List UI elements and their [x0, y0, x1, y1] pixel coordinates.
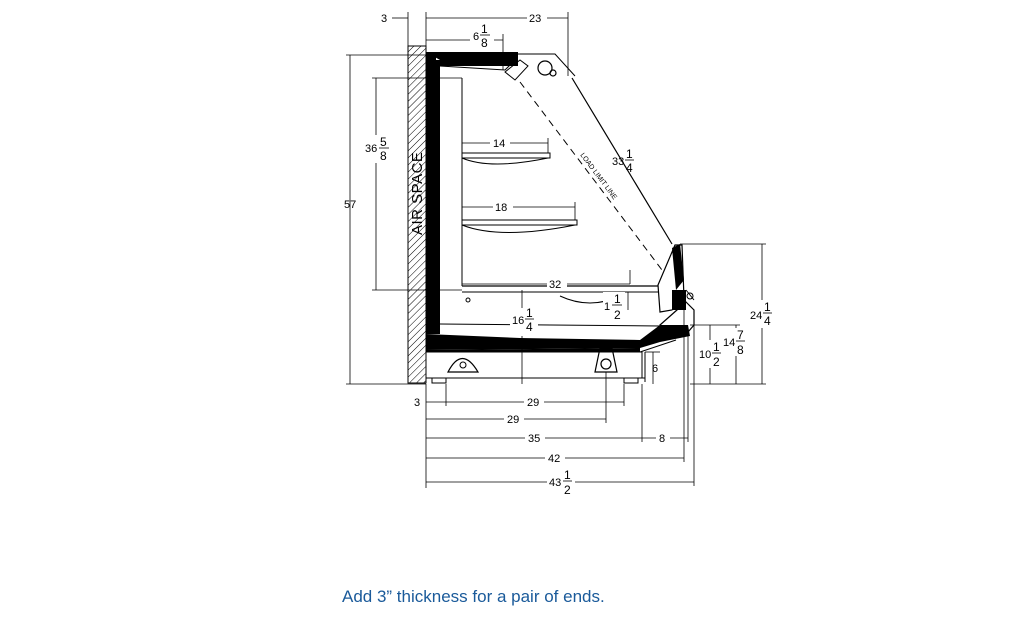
- air-space-label: AIR SPACE: [409, 152, 426, 235]
- dim-w29b: 29: [507, 414, 519, 426]
- dim-top-23: 23: [529, 13, 541, 25]
- dim-w35: 35: [528, 433, 540, 445]
- dim-diag-num: 1: [626, 147, 633, 161]
- dim-h36-whole: 36: [365, 143, 377, 155]
- dim-h16-den: 4: [526, 320, 533, 334]
- dim-height-57: 57: [344, 199, 356, 211]
- dim-h16-num: 1: [526, 306, 533, 320]
- dim-h14-den: 8: [737, 343, 744, 357]
- dim-diag-den: 4: [626, 161, 633, 175]
- dim-left-3: 3: [381, 13, 387, 25]
- dim-h36-num: 5: [380, 135, 387, 149]
- dim-canopy-whole: 6: [473, 31, 479, 43]
- dim-bottom-3: 3: [414, 397, 420, 409]
- dim-canopy-den: 8: [481, 36, 488, 50]
- dim-w42: 42: [548, 453, 560, 465]
- dim-w43-whole: 43: [549, 477, 561, 489]
- dim-canopy-num: 1: [481, 22, 488, 36]
- dim-w8: 8: [659, 433, 665, 445]
- dim-h24-num: 1: [764, 300, 771, 314]
- dim-w29a: 29: [527, 397, 539, 409]
- dim-h36-den: 8: [380, 149, 387, 163]
- shelf-upper: [461, 152, 551, 165]
- dim-base-6: 6: [652, 363, 658, 375]
- dim-w43-den: 2: [564, 483, 571, 497]
- dim-lip-whole: 1: [604, 301, 610, 313]
- dim-h16-whole: 16: [512, 315, 524, 327]
- dim-w43-num: 1: [564, 468, 571, 482]
- dim-deck-32: 32: [549, 279, 561, 291]
- dim-h10-num: 1: [713, 340, 720, 354]
- dim-shelf-14: 14: [493, 138, 505, 150]
- dim-h24-den: 4: [764, 314, 771, 328]
- dim-lip-den: 2: [614, 308, 621, 322]
- load-limit-line: [519, 81, 663, 271]
- case-body: [425, 52, 695, 384]
- dim-h10-whole: 10: [699, 349, 711, 361]
- front-glass-line: [571, 77, 673, 245]
- shelf-lower: [461, 219, 578, 233]
- dim-h10-den: 2: [713, 355, 720, 369]
- dim-h24-whole: 24: [750, 310, 762, 322]
- dim-h14-num: 7: [737, 328, 744, 342]
- thickness-note: Add 3” thickness for a pair of ends.: [342, 587, 605, 606]
- dim-lip-num: 1: [614, 292, 621, 306]
- dim-shelf-18: 18: [495, 202, 507, 214]
- dim-diag-whole: 33: [612, 156, 624, 168]
- dim-h14-whole: 14: [723, 337, 735, 349]
